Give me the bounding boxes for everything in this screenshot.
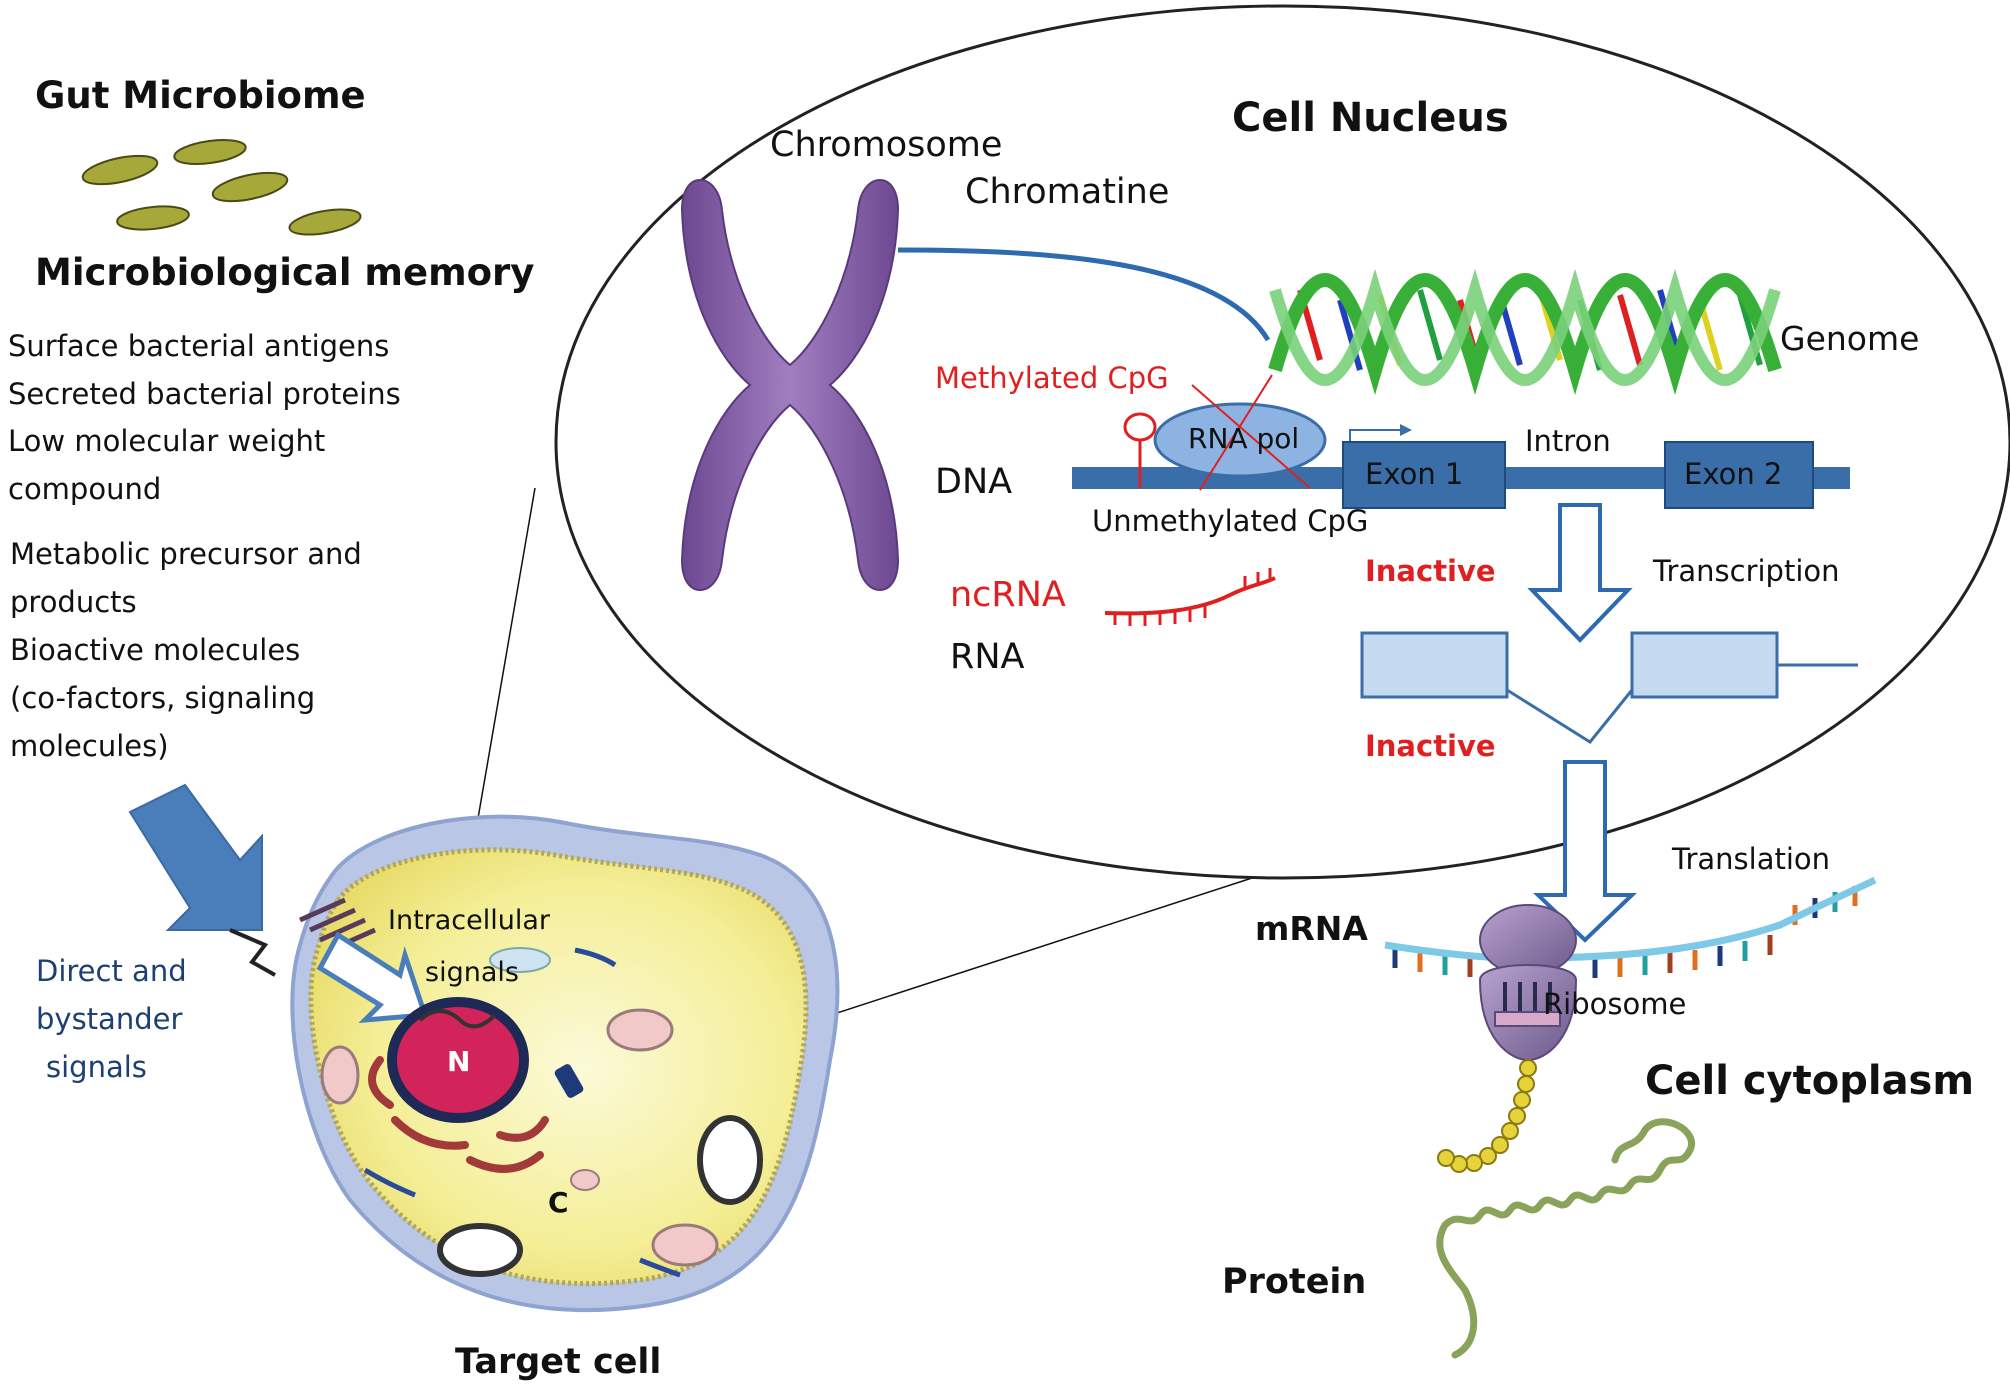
exon2-box xyxy=(1664,441,1814,509)
genome-label: Genome xyxy=(1780,319,1920,358)
intracellular-label-line1: Intracellular xyxy=(388,905,551,936)
target-cell-label: Target cell xyxy=(455,1342,662,1382)
factor-item: Metabolic precursor and xyxy=(10,537,362,571)
microbiological-memory-title: Microbiological memory xyxy=(35,251,535,294)
mrna-strand-icon xyxy=(1384,876,1877,978)
transcription-arrow-icon xyxy=(1527,503,1633,643)
cell-nucleus-shape xyxy=(387,997,529,1123)
exon1-box xyxy=(1342,441,1506,509)
unmethylated-cpg-label: Unmethylated CpG xyxy=(1092,504,1369,538)
dna-helix-icon xyxy=(1268,268,1782,395)
transcript-box-1 xyxy=(1360,631,1509,699)
mrna-label: mRNA xyxy=(1255,909,1368,948)
nucleus-letter: N xyxy=(447,1045,471,1078)
chromosome-icon xyxy=(680,178,900,592)
cytoplasm-letter: C xyxy=(548,1186,569,1219)
cell-nucleus-title: Cell Nucleus xyxy=(1232,95,1509,141)
dna-label: DNA xyxy=(935,462,1013,502)
protein-coil-icon xyxy=(1436,1118,1696,1359)
signals-label-line3: signals xyxy=(46,1050,147,1084)
transcription-label: Transcription xyxy=(1653,554,1840,588)
factor-item: Bioactive molecules xyxy=(10,633,301,667)
rna-pol-label: RNA pol xyxy=(1188,422,1300,455)
signal-arrow-icon xyxy=(128,783,263,931)
target-cell xyxy=(229,814,840,1313)
polypeptide-chain-icon xyxy=(1437,1059,1537,1173)
translation-arrow-icon xyxy=(1533,760,1637,943)
intracellular-label-line2: signals xyxy=(425,957,519,988)
bacteria-group xyxy=(81,139,362,236)
ribosome-icon xyxy=(1478,904,1578,1062)
factor-item: compound xyxy=(8,472,162,506)
inactive-label-2: Inactive xyxy=(1365,729,1496,763)
factor-item: molecules) xyxy=(10,729,169,763)
signals-label-line2: bystander xyxy=(36,1002,183,1036)
intron-label: Intron xyxy=(1525,424,1611,458)
translation-label: Translation xyxy=(1672,842,1831,876)
rna-pol-shape xyxy=(1153,402,1327,478)
cell-cytoplasm-title: Cell cytoplasm xyxy=(1645,1058,1975,1104)
exon2-label: Exon 2 xyxy=(1684,457,1783,491)
gut-microbiome-title: Gut Microbiome xyxy=(35,74,366,117)
ribosome-label: Ribosome xyxy=(1543,987,1687,1021)
factor-item: Surface bacterial antigens xyxy=(8,329,390,363)
protein-label: Protein xyxy=(1222,1262,1367,1302)
chromatine-connector xyxy=(897,247,1271,342)
exon1-label: Exon 1 xyxy=(1365,457,1464,491)
factor-item: (co-factors, signaling xyxy=(10,681,316,715)
signals-label-line1: Direct and xyxy=(36,954,187,988)
chromosome-label: Chromosome xyxy=(770,125,1003,165)
chromatine-label: Chromatine xyxy=(965,172,1170,212)
inactive-label-1: Inactive xyxy=(1365,554,1496,588)
transcript-box-2 xyxy=(1630,631,1779,699)
factor-item: Low molecular weight xyxy=(8,424,326,458)
methylated-cpg-label: Methylated CpG xyxy=(935,361,1169,395)
factor-item: products xyxy=(10,585,137,619)
factor-item: Secreted bacterial proteins xyxy=(8,377,401,411)
ncrna-label: ncRNA xyxy=(950,575,1066,615)
methyl-cpg-lollipop-icon xyxy=(1123,412,1157,442)
rna-label: RNA xyxy=(950,637,1025,677)
